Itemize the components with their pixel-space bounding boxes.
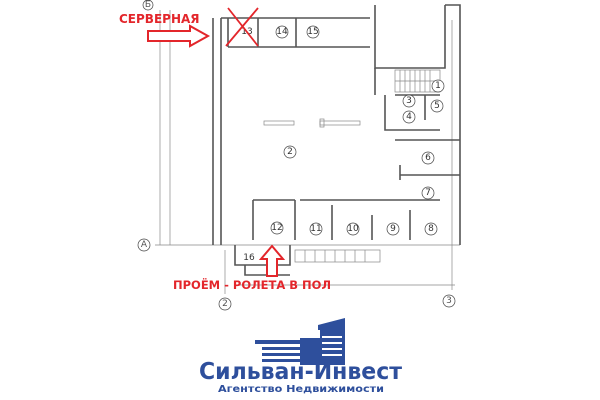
room-11: 11 [309, 222, 323, 236]
axis-marker-2: 2 [218, 297, 232, 311]
walls [212, 4, 461, 276]
svg-text:9: 9 [390, 224, 396, 234]
svg-text:7: 7 [425, 188, 431, 198]
logo-building-icon [255, 318, 345, 365]
axis-marker-3: 3 [442, 294, 456, 308]
logo-tagline: Агентство Недвижимости [218, 384, 384, 395]
svg-text:4: 4 [406, 112, 412, 122]
room-15: 15 [306, 25, 320, 39]
room-2: 2 [283, 145, 297, 159]
room-9: 9 [386, 222, 400, 236]
svg-text:1: 1 [435, 81, 441, 91]
arrow-up-icon [258, 244, 286, 277]
room-10: 10 [346, 222, 360, 236]
svg-text:6: 6 [425, 153, 431, 163]
svg-text:3: 3 [406, 96, 412, 106]
svg-text:16: 16 [243, 253, 255, 263]
axis-marker-b: Б [142, 0, 154, 11]
room-8: 8 [424, 222, 438, 236]
columns [263, 118, 361, 128]
svg-text:5: 5 [434, 101, 440, 111]
svg-text:12: 12 [271, 223, 282, 233]
axis-marker-a: А [137, 238, 151, 252]
room-5: 5 [430, 99, 444, 113]
room-labels: 13 14 15 1 3 5 4 2 6 7 12 11 10 9 8 16 [241, 25, 445, 263]
server-room-label: СЕРВЕРНАЯ [119, 12, 200, 26]
svg-text:10: 10 [347, 224, 359, 234]
room-16: 16 [243, 253, 255, 263]
arrow-right-icon [147, 24, 211, 48]
opening-label: ПРОЁМ - РОЛЕТА В ПОЛ [173, 277, 331, 292]
logo-name: Сильван-Инвест [199, 359, 403, 385]
room-6: 6 [421, 151, 435, 165]
room-14: 14 [275, 25, 289, 39]
svg-text:А: А [141, 240, 148, 250]
svg-text:Б: Б [145, 0, 151, 10]
svg-text:15: 15 [307, 27, 318, 37]
room-12: 12 [270, 221, 284, 235]
room-7: 7 [421, 186, 435, 200]
svg-text:14: 14 [276, 27, 288, 37]
svg-text:3: 3 [446, 296, 452, 306]
svg-text:8: 8 [428, 224, 434, 234]
room-4: 4 [402, 110, 416, 124]
svg-text:11: 11 [310, 224, 321, 234]
stairs [294, 69, 441, 263]
room-3: 3 [402, 94, 416, 108]
svg-text:2: 2 [287, 147, 293, 157]
svg-text:2: 2 [222, 299, 228, 309]
room-1: 1 [431, 79, 445, 93]
server-room-cross-icon [225, 7, 259, 47]
